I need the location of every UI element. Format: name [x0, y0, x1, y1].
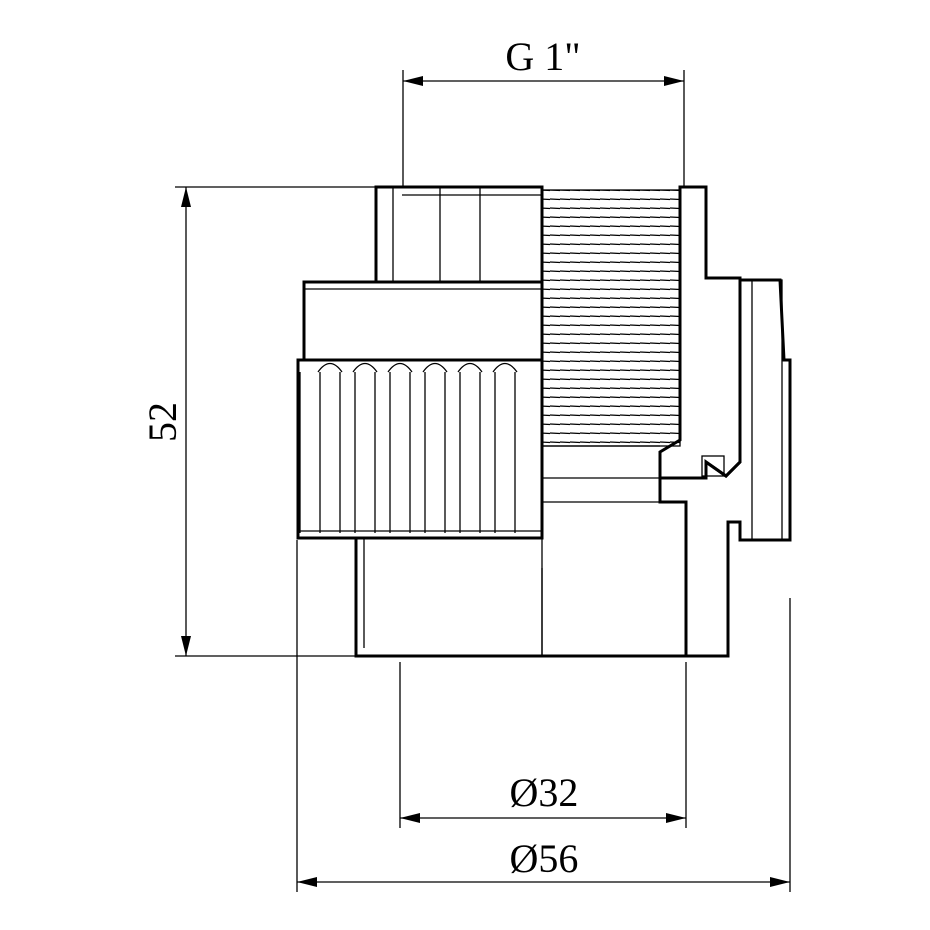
fitting-body: [296, 185, 792, 658]
outer-diameter-dimension: Ø56: [296, 540, 791, 892]
height-dimension: 52: [140, 186, 403, 657]
ribbed-sleeve: [296, 358, 544, 540]
height-dimension-label: 52: [140, 402, 185, 442]
inner-diameter-dimension: Ø32: [399, 662, 687, 828]
outer-diameter-label: Ø56: [510, 836, 579, 881]
inner-diameter-label: Ø32: [510, 770, 579, 815]
thread-dimension: G 1": [402, 34, 685, 187]
internal-thread: [542, 190, 680, 446]
sleeve-ribs: [298, 362, 542, 533]
thread-dimension-label: G 1": [505, 34, 580, 79]
